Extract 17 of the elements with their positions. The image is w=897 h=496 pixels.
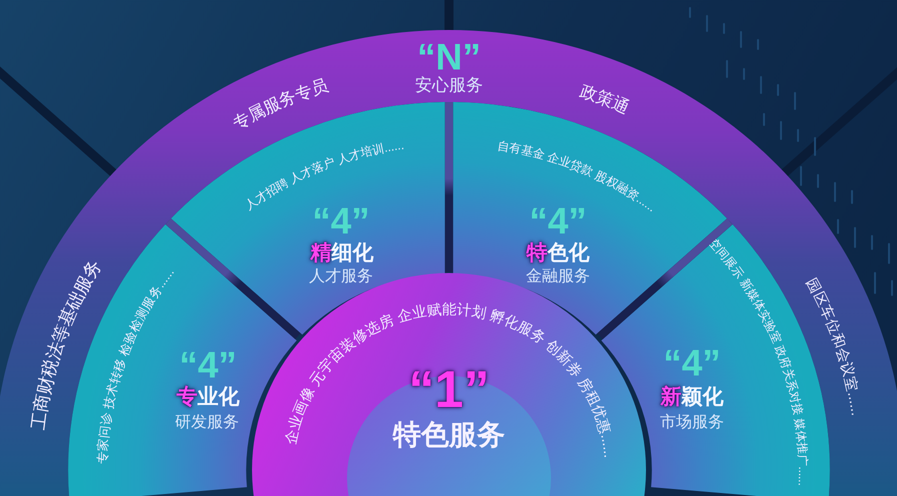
- service-item: 专属服务专员: [229, 75, 330, 133]
- service-title: 特色服务: [393, 421, 505, 449]
- service-subtitle: 人才服务: [309, 269, 373, 285]
- service-subtitle: 安心服务: [415, 76, 483, 94]
- service-title: 精细化: [310, 242, 374, 264]
- service-subtitle: 金融服务: [526, 269, 590, 285]
- ring-band: [0, 30, 897, 496]
- service-title: 新颖化: [660, 386, 724, 408]
- quoted-number: “1”: [408, 364, 490, 416]
- service-subtitle: 市场服务: [660, 415, 724, 431]
- service-subtitle: 研发服务: [175, 415, 239, 431]
- quoted-number: “4”: [179, 346, 237, 384]
- quoted-number: “4”: [529, 202, 587, 240]
- service-title: 特色化: [526, 242, 590, 264]
- service-title: 专业化: [176, 386, 240, 408]
- service-item: 政策通: [578, 80, 632, 118]
- quoted-number: “N”: [417, 38, 481, 76]
